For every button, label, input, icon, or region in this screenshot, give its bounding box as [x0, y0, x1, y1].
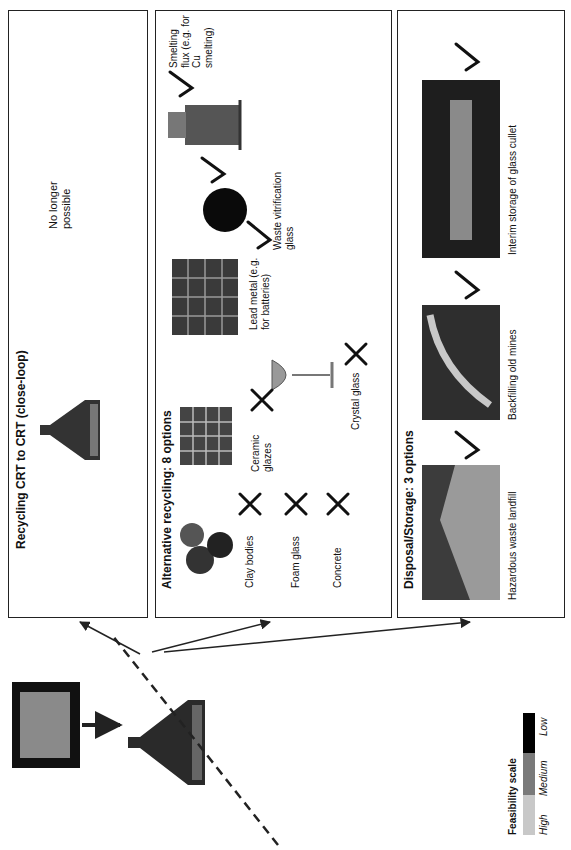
- cut-line: [112, 635, 278, 845]
- ingot-joints: [172, 259, 238, 335]
- panel-heading: Alternative recycling: 8 options: [161, 410, 175, 589]
- legend-swatch: [523, 753, 535, 795]
- furnace-base: [239, 100, 242, 150]
- vitrified-glass-blob: [203, 188, 247, 232]
- mine-ground: [422, 305, 500, 420]
- landfill-ground: [422, 465, 500, 600]
- legend-label: Low: [538, 718, 550, 736]
- option-label: Backfilling old mines: [507, 302, 519, 420]
- check-mark: [456, 44, 478, 70]
- crt-funnel: [128, 700, 205, 785]
- check-mark: [248, 222, 270, 248]
- glass-foot: [331, 362, 334, 388]
- mine-fill: [430, 315, 490, 405]
- check-mark: [456, 272, 478, 298]
- storage-hall: [422, 80, 500, 258]
- landfill-picture: [422, 465, 500, 600]
- cross-mark: [328, 494, 348, 514]
- clay-lump: [180, 523, 204, 547]
- legend-swatch: [523, 795, 535, 835]
- crt-funnel: [40, 400, 100, 460]
- option-label: Interim storage of glass cullet: [507, 115, 519, 255]
- option-label: Foam glass: [290, 518, 302, 588]
- option-label: Clay bodies: [244, 518, 256, 588]
- cullet-pile: [450, 100, 472, 240]
- crt-face: [192, 705, 202, 780]
- legend-label: Medium: [538, 760, 550, 796]
- tile-grid: [180, 407, 232, 465]
- check-mark: [456, 432, 478, 458]
- scale-title: Feasibility scale: [507, 705, 519, 835]
- tv-screen: [20, 692, 70, 758]
- panel-heading: Recycling CRT to CRT (close-loop): [15, 350, 29, 549]
- option-label: Waste vitrification glass: [272, 155, 295, 250]
- mine-picture: [422, 305, 500, 420]
- check-mark: [170, 72, 192, 96]
- option-label: Concrete: [332, 518, 344, 588]
- crt-face: [90, 404, 98, 456]
- smelter-picture: [168, 100, 240, 150]
- cross-mark: [240, 494, 260, 514]
- glass-bowl: [272, 360, 286, 390]
- crt-picture: [40, 400, 100, 460]
- landfill-liner: [440, 465, 500, 600]
- option-panel: Recycling CRT to CRT (close-loop) No long…: [8, 10, 148, 618]
- storage-picture: [422, 80, 500, 258]
- legend-label: High: [538, 814, 550, 835]
- glass-stem: [292, 374, 330, 376]
- cross-mark: [286, 494, 306, 514]
- furnace-top: [168, 112, 186, 138]
- flow-arrow: [82, 723, 120, 727]
- crystal-glass-picture: [272, 360, 332, 390]
- cross-mark: [346, 344, 366, 364]
- crt-tube: [128, 700, 205, 785]
- tv-body: [12, 682, 80, 768]
- option-label: Smelting flux (e.g. for Cu smelting): [168, 13, 214, 68]
- furnace-body: [185, 105, 240, 145]
- option-panel: Disposal/Storage: 3 options: [397, 10, 565, 618]
- flow-arrow: [80, 622, 140, 654]
- option-panel: Alternative recycling: 8 options: [155, 10, 392, 618]
- flow-arrow: [164, 622, 470, 652]
- legend-swatch: [523, 713, 535, 753]
- ingot-stack: [172, 259, 238, 335]
- option-label: Ceramic glazes: [250, 414, 273, 472]
- tile-joints: [180, 407, 232, 465]
- clay-picture: [180, 523, 233, 574]
- option-label: Lead metal (e.g. for batteries): [248, 252, 271, 330]
- option-label: Hazardous waste landfill: [507, 480, 519, 600]
- cross-mark: [252, 390, 272, 410]
- lead-picture: [172, 259, 238, 335]
- panel-note: No longer possible: [47, 149, 72, 229]
- clay-lump: [207, 532, 233, 558]
- check-mark: [202, 158, 224, 182]
- ceramic-picture: [180, 407, 232, 465]
- option-label: Crystal glass: [350, 366, 362, 430]
- tv-set: [12, 682, 80, 768]
- panel-heading: Disposal/Storage: 3 options: [403, 430, 417, 589]
